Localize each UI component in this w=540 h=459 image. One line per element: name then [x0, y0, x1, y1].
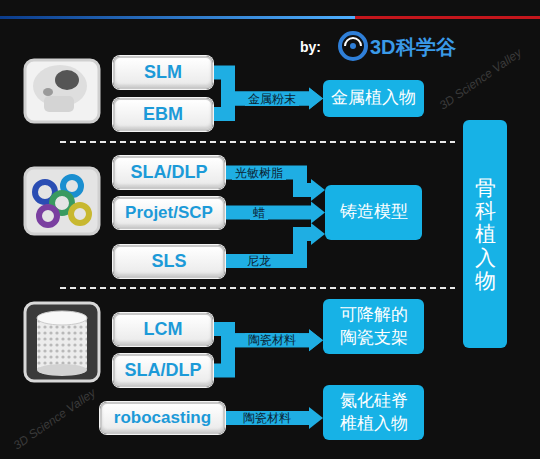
- arrow-head: [309, 407, 323, 429]
- byline: by:: [300, 39, 321, 55]
- watermark: 3D Science Valley: [437, 45, 524, 112]
- result-box: 金属植入物: [323, 80, 424, 117]
- connector-line: [225, 206, 311, 220]
- node-text: 铸造模型: [340, 201, 408, 223]
- logo-icon: [340, 33, 366, 59]
- divider: [60, 141, 455, 143]
- node-text: SLA/DLP: [124, 360, 201, 381]
- arrow-head: [309, 88, 323, 110]
- method-box: Projet/SCP: [113, 197, 225, 229]
- connector-arrow: [225, 173, 325, 201]
- result-box: 氮化硅脊 椎植入物: [323, 385, 424, 440]
- arrow-head: [309, 329, 323, 351]
- node-text: SLM: [144, 62, 182, 83]
- edge-label: 陶瓷材料: [245, 333, 299, 347]
- connector-arrow: [225, 223, 325, 261]
- skull-photo: [25, 60, 99, 122]
- arrow-head: [309, 329, 323, 351]
- rings-photo: [25, 168, 99, 234]
- top-bar-red: [355, 16, 540, 19]
- node-text: SLS: [151, 251, 186, 272]
- divider: [60, 287, 455, 289]
- connector-line: [213, 99, 309, 115]
- connector-line: [213, 340, 309, 370]
- node-text: robocasting: [114, 408, 211, 428]
- connector-arrow: [225, 202, 325, 224]
- method-box: SLS: [113, 245, 225, 278]
- arrow-head: [309, 88, 323, 110]
- method-box: EBM: [113, 98, 213, 131]
- result-box: 铸造模型: [325, 185, 422, 240]
- edge-label: 蜡: [250, 206, 268, 220]
- node-text: 骨科植入物: [475, 176, 496, 291]
- node-text: 氮化硅脊 椎植入物: [329, 390, 418, 434]
- node-text: 可降解的 陶瓷支架: [329, 304, 418, 348]
- connector-line: [225, 411, 309, 425]
- node-text: SLA/DLP: [130, 162, 207, 183]
- ceramic-photo: [25, 303, 99, 381]
- top-bar-blue: [0, 16, 355, 19]
- edge-label: 陶瓷材料: [240, 411, 294, 425]
- arrow-head: [311, 223, 325, 245]
- edge-label: 金属粉末: [245, 92, 299, 106]
- method-box: SLA/DLP: [113, 354, 213, 387]
- arrow-head: [311, 202, 325, 224]
- connector-line: [225, 234, 311, 261]
- connector-arrow: [225, 407, 323, 429]
- connector-arrow: [213, 88, 323, 115]
- arrow-head: [311, 179, 325, 201]
- watermark: 3D Science Valley: [11, 385, 98, 452]
- edge-label: 尼龙: [244, 254, 274, 268]
- method-box: SLM: [113, 56, 213, 89]
- method-box: LCM: [113, 313, 213, 346]
- node-text: EBM: [143, 104, 183, 125]
- edge-label: 光敏树脂: [232, 166, 286, 180]
- method-box: robocasting: [100, 402, 225, 434]
- result-box: 可降解的 陶瓷支架: [323, 299, 424, 354]
- node-text: LCM: [144, 319, 183, 340]
- method-box: SLA/DLP: [113, 156, 225, 189]
- connector-line: [225, 173, 311, 190]
- connector-arrow: [213, 329, 323, 370]
- node-text: Projet/SCP: [125, 203, 213, 223]
- category-band: 骨科植入物: [463, 120, 507, 348]
- node-text: 金属植入物: [331, 87, 416, 109]
- brand-logo: 3D科学谷: [370, 34, 456, 61]
